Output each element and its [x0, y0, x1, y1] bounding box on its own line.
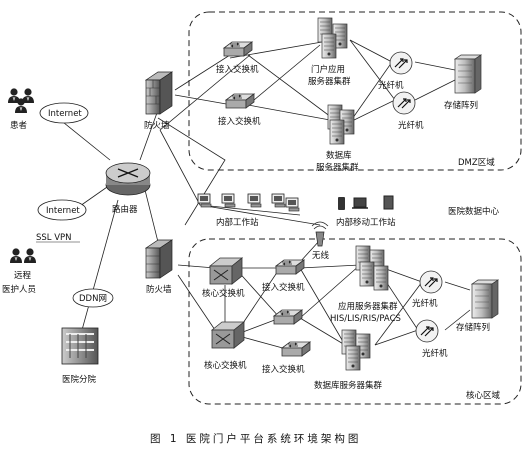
internet-cloud-1-label: Internet — [48, 109, 82, 119]
dmz-fiber-2 — [392, 91, 416, 115]
internet-cloud-2: Internet — [37, 199, 87, 221]
core-db-server-cluster — [341, 329, 371, 371]
core-switch-2-label: 核心交换机 — [204, 360, 247, 371]
portal-cluster-label-2: 服务器集群 — [308, 76, 351, 87]
dmz-zone-box — [188, 11, 522, 171]
wireless-label: 无线 — [312, 250, 330, 261]
ssl-vpn-label: SSL VPN — [36, 233, 72, 243]
internet-cloud-1: Internet — [39, 102, 89, 124]
core-access-switch-3 — [281, 341, 311, 357]
dmz-db-server-cluster — [327, 104, 355, 145]
core-storage-label: 存储阵列 — [456, 322, 490, 333]
portal-server-cluster — [317, 17, 348, 59]
core-access-switch-1 — [275, 259, 305, 275]
core-zone-box — [188, 238, 522, 405]
core-access-switch-2 — [273, 309, 303, 325]
dmz-access-switch-1-label: 接入交换机 — [216, 64, 259, 75]
dmz-firewall-label: 防火墙 — [144, 120, 170, 131]
wireless-ap-icon — [311, 221, 329, 247]
ddn-cloud: DDN网 — [72, 288, 114, 308]
core-switch-1 — [209, 257, 243, 285]
figure-caption: 图 1 医院门户平台系统环境架构图 — [150, 432, 361, 445]
router-label: 路由器 — [112, 204, 138, 215]
ddn-cloud-label: DDN网 — [79, 294, 107, 304]
core-fiber-2 — [415, 319, 439, 343]
router-icon — [105, 162, 151, 196]
core-fiber-1-label: 光纤机 — [412, 298, 438, 309]
remote-staff-label-1: 远程 — [14, 271, 32, 281]
dmz-fiber-2-label: 光纤机 — [398, 120, 424, 131]
app-server-cluster — [355, 245, 389, 291]
branch-building-icon — [61, 327, 99, 365]
internal-ws-label: 内部工作站 — [216, 217, 259, 228]
patients-label: 患者 — [10, 120, 28, 131]
datacenter-label: 医院数据中心 — [448, 206, 500, 217]
core-db-cluster-label: 数据库服务器集群 — [314, 380, 383, 391]
dmz-access-switch-1 — [223, 41, 253, 57]
dmz-firewall-icon — [144, 71, 174, 115]
dmz-zone-label: DMZ区域 — [458, 157, 495, 168]
dmz-db-cluster-label-2: 服务器集群 — [316, 162, 359, 173]
mobile-workstations — [338, 195, 394, 210]
app-cluster-label: 应用服务器集群 — [338, 301, 398, 312]
dmz-storage-array — [454, 54, 482, 94]
internal-workstations — [197, 193, 300, 212]
branch-label: 医院分院 — [62, 374, 97, 385]
mobile-ws-label: 内部移动工作站 — [336, 217, 396, 228]
remote-staff-group — [9, 248, 37, 264]
dmz-fiber-1-label: 光纤机 — [378, 80, 404, 91]
dmz-db-cluster-label-1: 数据库 — [326, 150, 352, 161]
dmz-access-switch-2-label: 接入交换机 — [218, 116, 261, 127]
core-switch-2 — [211, 321, 245, 349]
dmz-access-switch-2 — [225, 93, 255, 109]
core-access-switch-1-label: 接入交换机 — [262, 282, 305, 293]
dmz-fiber-1 — [389, 51, 413, 75]
core-firewall-label: 防火墙 — [146, 284, 172, 295]
core-fiber-2-label: 光纤机 — [422, 348, 448, 359]
core-access-switch-2-label: 接入交换机 — [262, 364, 305, 375]
core-storage-array — [471, 279, 499, 319]
core-fiber-1 — [419, 270, 443, 294]
portal-cluster-label-1: 门户应用 — [311, 64, 345, 75]
core-firewall-icon — [144, 239, 174, 279]
remote-staff-label-2: 医护人员 — [2, 284, 36, 295]
core-switch-1-label: 核心交换机 — [202, 288, 245, 299]
internet-cloud-2-label: Internet — [46, 206, 80, 216]
his-label: HIS/LIS/RIS/PACS — [330, 314, 401, 324]
core-zone-label: 核心区域 — [466, 390, 501, 401]
dmz-storage-label: 存储阵列 — [444, 100, 478, 111]
connection-lines — [47, 39, 471, 351]
patients-group — [7, 88, 35, 114]
